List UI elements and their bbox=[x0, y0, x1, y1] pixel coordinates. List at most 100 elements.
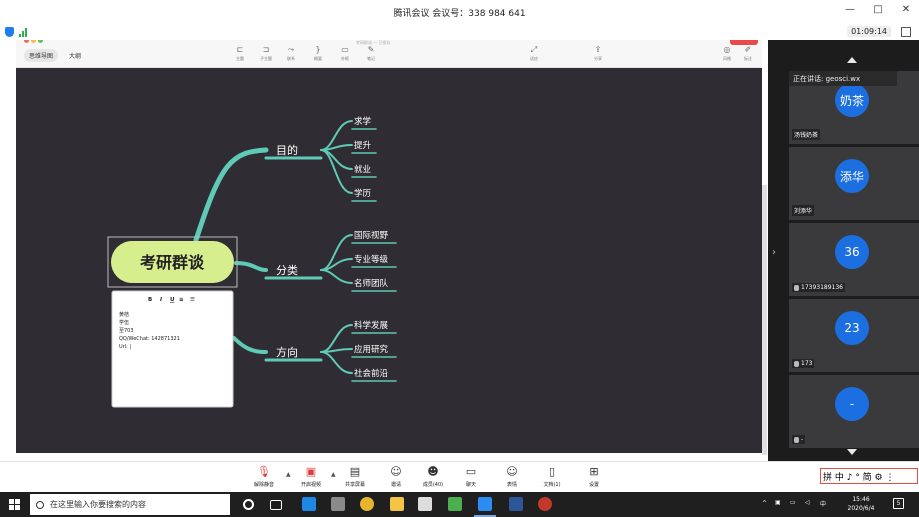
note-line-1: 黄桔 bbox=[119, 311, 129, 318]
participant-tile[interactable]: 添华 刘添华 bbox=[789, 147, 919, 220]
file-explorer-icon[interactable] bbox=[390, 497, 404, 511]
note-line-5[interactable]: Url: | bbox=[119, 344, 131, 350]
leaf-category-1[interactable]: 国际视野 bbox=[354, 230, 389, 241]
connector-direction-1 bbox=[320, 324, 353, 353]
word-icon[interactable] bbox=[509, 497, 523, 511]
tab-mindmap[interactable]: 思维导图 bbox=[24, 49, 59, 62]
connector-direction-3 bbox=[320, 351, 353, 374]
leaf-direction-1[interactable]: 科学发展 bbox=[354, 320, 389, 331]
participant-name: 汤钱奶茶 bbox=[794, 132, 819, 139]
summary-icon: } bbox=[315, 45, 321, 54]
branch-label-purpose[interactable]: 目的 bbox=[276, 143, 298, 157]
close-icon[interactable]: ✕ bbox=[901, 4, 911, 15]
mindmap-svg: 考研群谈 目的 分类 方向 求学 提升 就业 学历 国际视野 专业等级 名师团队… bbox=[107, 116, 397, 408]
numbered-list-button[interactable]: ☰ bbox=[190, 296, 195, 303]
documents-button[interactable]: ▯文档(1) bbox=[543, 465, 561, 488]
chat-icon: ▭ bbox=[465, 465, 477, 478]
scroll-down-icon[interactable] bbox=[847, 449, 857, 455]
app-icon-3[interactable] bbox=[448, 497, 462, 511]
video-options-caret[interactable]: ▲ bbox=[331, 471, 336, 478]
settings-button[interactable]: ⊞设置 bbox=[588, 465, 599, 488]
bullet-list-button[interactable]: ≡ bbox=[179, 297, 184, 303]
task-view-icon[interactable] bbox=[270, 500, 282, 510]
notes-tool[interactable]: ✎笔记 bbox=[367, 45, 375, 61]
underline-button[interactable]: U bbox=[170, 297, 174, 303]
speaking-indicator: 正在讲话: geosci.wx bbox=[789, 71, 897, 86]
chrome-icon[interactable] bbox=[360, 497, 374, 511]
minimize-icon[interactable]: — bbox=[845, 4, 855, 15]
network-icon[interactable]: ▭ bbox=[790, 499, 796, 506]
participant-name: - bbox=[801, 436, 804, 443]
signal-icon[interactable] bbox=[19, 27, 27, 37]
mindmap-canvas[interactable]: 考研群谈 目的 分类 方向 求学 提升 就业 学历 国际视野 专业等级 名师团队… bbox=[16, 68, 762, 453]
shared-scrollbar[interactable] bbox=[762, 185, 767, 455]
shared-screen: 思维导图 大纲 考研群谈 — 已保存 ⊏主题 ⊐子主题 ⤳联系 }概要 ▭外框 … bbox=[16, 40, 762, 455]
leaf-purpose-4[interactable]: 学历 bbox=[354, 188, 372, 199]
notification-icon[interactable]: 5 bbox=[893, 498, 904, 509]
collapse-panel-icon[interactable]: › bbox=[772, 247, 776, 258]
members-button[interactable]: ☻成员(40) bbox=[422, 465, 444, 488]
root-node[interactable] bbox=[111, 241, 234, 283]
maximize-icon[interactable]: □ bbox=[873, 4, 883, 15]
boundary-tool[interactable]: ▭外框 bbox=[341, 45, 349, 61]
tray-app-icon[interactable]: ▣ bbox=[775, 499, 781, 506]
branch-label-direction[interactable]: 方向 bbox=[276, 345, 298, 359]
participant-tile[interactable]: - - bbox=[789, 375, 919, 448]
bold-button[interactable]: B bbox=[148, 297, 152, 303]
leaf-direction-2[interactable]: 应用研究 bbox=[354, 344, 389, 355]
layout-grid-icon[interactable] bbox=[901, 27, 911, 37]
app-icon-4[interactable] bbox=[538, 497, 552, 511]
tencent-meeting-icon[interactable] bbox=[478, 497, 492, 511]
share-screen-button[interactable]: ▤共享屏幕 bbox=[344, 465, 365, 488]
audio-options-caret[interactable]: ▲ bbox=[286, 471, 291, 478]
security-shield-icon[interactable] bbox=[5, 27, 14, 37]
leaf-category-2[interactable]: 专业等级 bbox=[354, 254, 389, 265]
participant-tile[interactable]: 23 173 bbox=[789, 299, 919, 372]
subtopic-tool[interactable]: ⊐子主题 bbox=[260, 45, 272, 61]
scroll-up-icon[interactable] bbox=[847, 57, 857, 63]
connector-root-category bbox=[234, 261, 268, 272]
share-screen-icon: ▤ bbox=[349, 465, 361, 478]
note-popup[interactable]: B I U ≡ ☰ 黄桔 学伍 至703 QQ/WeChat: 14287132… bbox=[111, 290, 234, 408]
ime-toolbar[interactable]: 拼 中 ♪ ° 简 ⚙ ⋮ bbox=[820, 468, 918, 484]
share-tool[interactable]: ⇪分享 bbox=[594, 45, 602, 61]
volume-icon[interactable]: ◁ bbox=[805, 499, 810, 506]
italic-button[interactable]: I bbox=[160, 297, 162, 303]
system-clock[interactable]: 15:46 2020/6/4 bbox=[846, 495, 876, 513]
branch-label-category[interactable]: 分类 bbox=[276, 263, 298, 277]
style-icon: ◎ bbox=[723, 45, 731, 54]
windows-start-icon[interactable] bbox=[9, 499, 20, 510]
edge-browser-icon[interactable] bbox=[302, 497, 316, 511]
style-tool[interactable]: ◎风格 bbox=[723, 45, 731, 61]
start-video-button[interactable]: ▣开启视频 bbox=[300, 465, 321, 488]
relation-icon: ⤳ bbox=[287, 45, 295, 54]
taskbar-search[interactable]: 在这里输入你要搜索的内容 bbox=[30, 494, 230, 515]
root-selection-box bbox=[107, 236, 238, 288]
unmute-button[interactable]: 🎙解除静音 bbox=[253, 465, 274, 488]
fit-tool[interactable]: ⤢适应 bbox=[530, 45, 538, 61]
invite-button[interactable]: ☺邀请 bbox=[390, 465, 402, 488]
leaf-purpose-2[interactable]: 提升 bbox=[354, 140, 372, 151]
leaf-category-3[interactable]: 名师团队 bbox=[354, 278, 389, 289]
mic-muted-icon bbox=[794, 284, 799, 291]
reactions-button[interactable]: ☺表情 bbox=[506, 465, 518, 488]
app-icon-2[interactable] bbox=[418, 497, 432, 511]
participant-tile[interactable]: 36 17393189136 bbox=[789, 223, 919, 296]
mic-muted-icon bbox=[794, 436, 799, 443]
cortana-icon[interactable] bbox=[243, 499, 254, 510]
app-icon-1[interactable] bbox=[331, 497, 345, 511]
leaf-purpose-3[interactable]: 就业 bbox=[354, 164, 371, 175]
tab-outline[interactable]: 大纲 bbox=[69, 53, 82, 60]
leaf-direction-3[interactable]: 社会前沿 bbox=[354, 368, 389, 379]
ime-icon[interactable]: 中 bbox=[820, 501, 827, 508]
leaf-purpose-1[interactable]: 求学 bbox=[354, 116, 372, 127]
summary-tool[interactable]: }概要 bbox=[314, 45, 322, 61]
chat-button[interactable]: ▭聊天 bbox=[465, 465, 477, 488]
connector-purpose-4 bbox=[320, 149, 353, 194]
avatar: 添华 bbox=[835, 159, 869, 193]
relation-tool[interactable]: ⤳联系 bbox=[287, 45, 295, 61]
marker-tool[interactable]: ✐标注 bbox=[744, 45, 752, 61]
members-icon: ☻ bbox=[427, 465, 439, 478]
tray-overflow-icon[interactable]: ^ bbox=[762, 500, 768, 507]
topic-tool[interactable]: ⊏主题 bbox=[236, 45, 244, 61]
